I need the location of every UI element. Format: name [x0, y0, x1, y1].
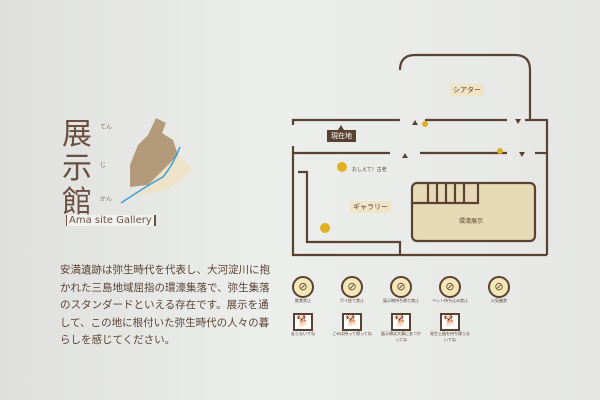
mascot-icon [320, 223, 330, 233]
rule-label: 走らないでね [291, 331, 315, 336]
rule-item: ⊘ポイ捨て禁止 [340, 276, 372, 304]
room-moat-exhibit: 環濠展示 [459, 218, 484, 225]
room-gallery: ギャラリー [350, 201, 391, 213]
rule-label: 展示物持ち帰り禁止 [383, 298, 419, 303]
no-eating-icon: ⊘ [292, 276, 314, 298]
title-char: 館 [62, 185, 92, 220]
rule-item: ⊘飲食禁止 [292, 276, 323, 304]
rule-label: 火気厳禁 [491, 298, 507, 303]
rule-label: 飲食禁止 [295, 298, 311, 303]
subtitle: Ama site Gallery [66, 215, 156, 226]
room-theater: シアター [450, 84, 484, 96]
handle-with-care-icon: 🐕 [391, 313, 411, 331]
page-title: 展 示 館 [62, 118, 96, 220]
mascot-icon [422, 121, 428, 127]
rule-label: ごみは持って帰ってね [332, 331, 372, 336]
rule-label: 展示物は大事にあつかってね [381, 331, 421, 342]
request-rules: 🐕走らないでね 🐕ごみは持って帰ってね 🐕展示物は大事にあつかってね 🐕発生土器… [291, 313, 470, 343]
mascot-icon [497, 148, 503, 154]
title-char: 示 [62, 151, 92, 186]
title-char: 展 [62, 117, 92, 152]
no-pets-icon: ⊘ [439, 276, 461, 298]
rule-label: 発生土器を持ち帰らないでね [430, 331, 470, 342]
mascot-icon [337, 162, 347, 172]
rule-item: 🐕走らないでね [291, 313, 323, 343]
lowland-shape [128, 155, 193, 197]
rule-item: 🐕展示物は大事にあつかってね [381, 313, 421, 343]
dont-touch-icon: 🐕 [440, 313, 460, 331]
rule-label: ポイ捨て禁止 [340, 298, 364, 303]
no-fire-icon: ⊘ [488, 276, 510, 298]
river-line [120, 146, 181, 204]
title-ruby: てん [100, 124, 113, 131]
no-running-icon: 🐕 [293, 313, 313, 331]
title-ruby: じ [100, 162, 107, 169]
rule-item: ⊘ペット持ち込み禁止 [432, 276, 470, 304]
floor-map [291, 53, 549, 257]
rule-label: ペット持ち込み禁止 [432, 298, 468, 303]
rule-item: 🐕ごみは持って帰ってね [332, 313, 372, 343]
prohibited-rules: ⊘飲食禁止 ⊘ポイ捨て禁止 ⊘展示物持ち帰り禁止 ⊘ペット持ち込み禁止 ⊘火気厳… [292, 276, 519, 304]
no-taking-exhibits-icon: ⊘ [390, 276, 412, 298]
title-ruby: かん [100, 196, 113, 203]
mascot-caption: おしえて！古老 [352, 167, 387, 173]
region-map [120, 118, 193, 204]
description-text: 安満遺跡は弥生時代を代表し、大河淀川に抱かれた三島地域屈指の環濠集落で、弥生集落… [60, 264, 270, 346]
rule-item: ⊘火気厳禁 [488, 276, 519, 304]
take-trash-home-icon: 🐕 [342, 313, 362, 331]
rule-item: 🐕発生土器を持ち帰らないでね [430, 313, 470, 343]
rule-item: ⊘展示物持ち帰り禁止 [383, 276, 421, 304]
current-location-badge: 現在地 [327, 130, 356, 142]
no-littering-icon: ⊘ [341, 276, 363, 298]
